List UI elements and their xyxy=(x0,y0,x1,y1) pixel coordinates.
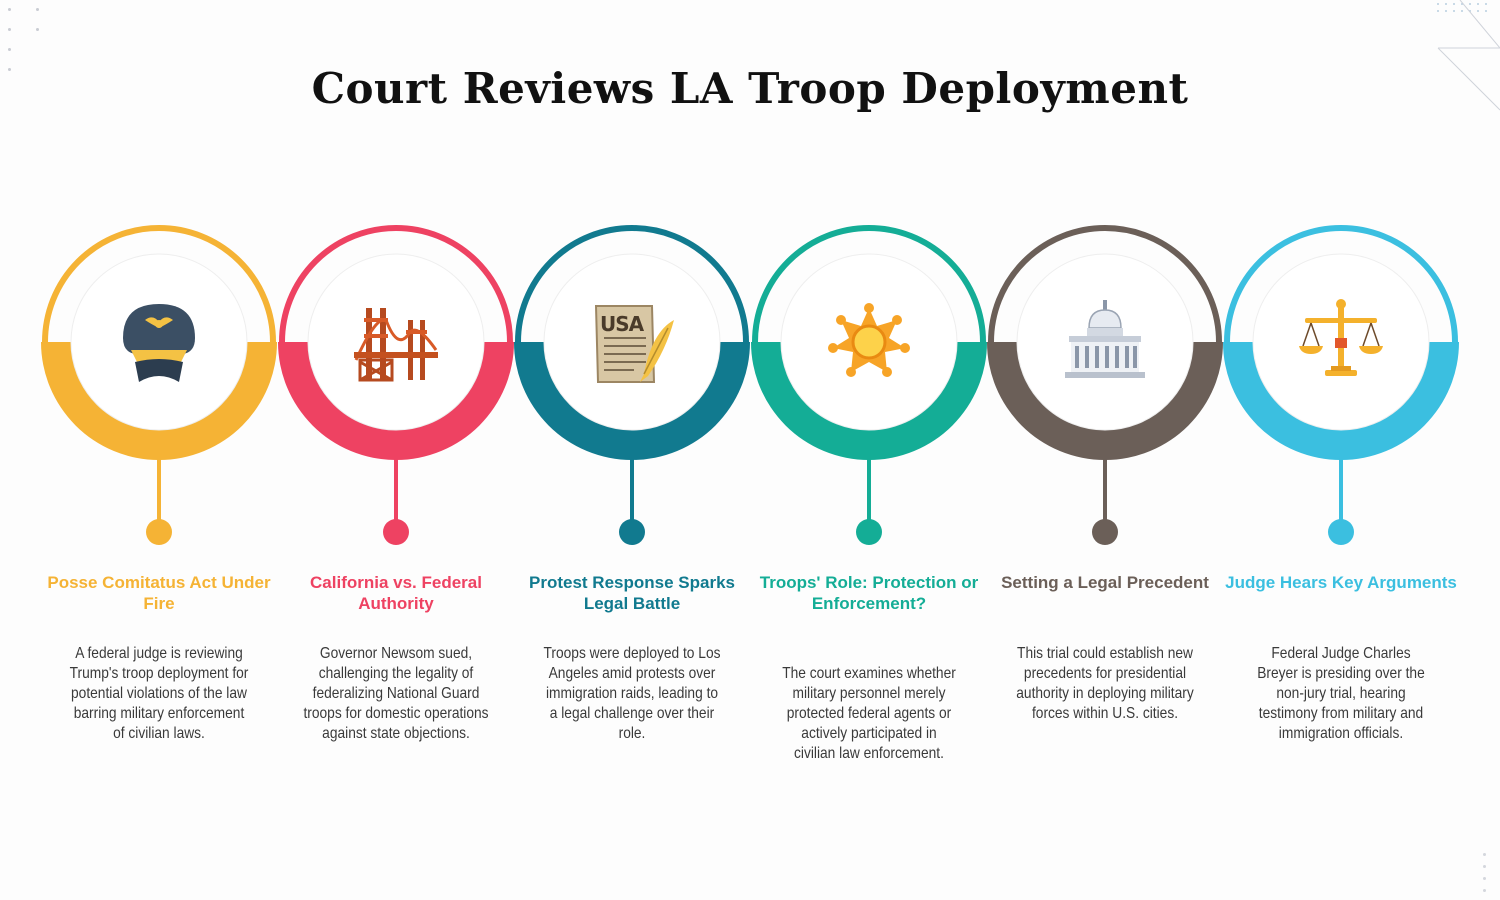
military-cap-icon xyxy=(109,290,209,390)
step-connector xyxy=(630,458,634,522)
step-description: The court examines whether military pers… xyxy=(782,665,956,762)
step-description: A federal judge is reviewing Trump's tro… xyxy=(69,645,249,742)
step-description: Federal Judge Charles Breyer is presidin… xyxy=(1257,645,1425,742)
step-ring xyxy=(749,220,989,460)
timeline-step-4: Troops' Role: Protection or Enforcement?… xyxy=(749,220,989,820)
step-connector xyxy=(867,458,871,522)
step-connector xyxy=(157,458,161,522)
page-title: Court Reviews LA Troop Deployment xyxy=(311,64,1189,113)
step-ring xyxy=(1221,220,1461,460)
scales-of-justice-icon xyxy=(1291,290,1391,390)
golden-gate-bridge-icon xyxy=(346,290,446,390)
timeline-step-3: USA Protest Response Sparks Legal Battle… xyxy=(512,220,752,820)
step-ring xyxy=(276,220,516,460)
sheriff-badge-icon xyxy=(819,290,919,390)
step-marker xyxy=(619,519,645,545)
step-description: Governor Newsom sued, challenging the le… xyxy=(303,645,489,742)
step-heading: Setting a Legal Precedent xyxy=(1001,573,1209,592)
step-description: This trial could establish new precedent… xyxy=(1016,645,1194,722)
decorative-corner-lines xyxy=(1437,0,1500,111)
step-ring: USA xyxy=(512,220,752,460)
step-marker xyxy=(856,519,882,545)
step-connector xyxy=(394,458,398,522)
step-heading: Troops' Role: Protection or Enforcement? xyxy=(759,573,979,613)
step-description: Troops were deployed to Los Angeles amid… xyxy=(543,645,721,742)
step-ring xyxy=(39,220,279,460)
capitol-building-icon xyxy=(1055,290,1155,390)
usa-document-quill-icon: USA xyxy=(582,290,682,390)
step-marker xyxy=(146,519,172,545)
timeline-step-2: California vs. Federal Authority Governo… xyxy=(276,220,516,820)
step-heading: Judge Hears Key Arguments xyxy=(1225,573,1457,592)
step-connector xyxy=(1103,458,1107,522)
step-ring xyxy=(985,220,1225,460)
timeline-step-6: Judge Hears Key Arguments Federal Judge … xyxy=(1221,220,1461,820)
step-connector xyxy=(1339,458,1343,522)
step-marker xyxy=(383,519,409,545)
step-heading: California vs. Federal Authority xyxy=(310,573,482,613)
step-marker xyxy=(1092,519,1118,545)
step-heading: Protest Response Sparks Legal Battle xyxy=(529,573,735,613)
step-marker xyxy=(1328,519,1354,545)
step-heading: Posse Comitatus Act Under Fire xyxy=(47,573,271,613)
timeline-step-1: Posse Comitatus Act Under Fire A federal… xyxy=(39,220,279,820)
usa-label: USA xyxy=(600,312,644,336)
timeline-step-5: Setting a Legal Precedent This trial cou… xyxy=(985,220,1225,820)
